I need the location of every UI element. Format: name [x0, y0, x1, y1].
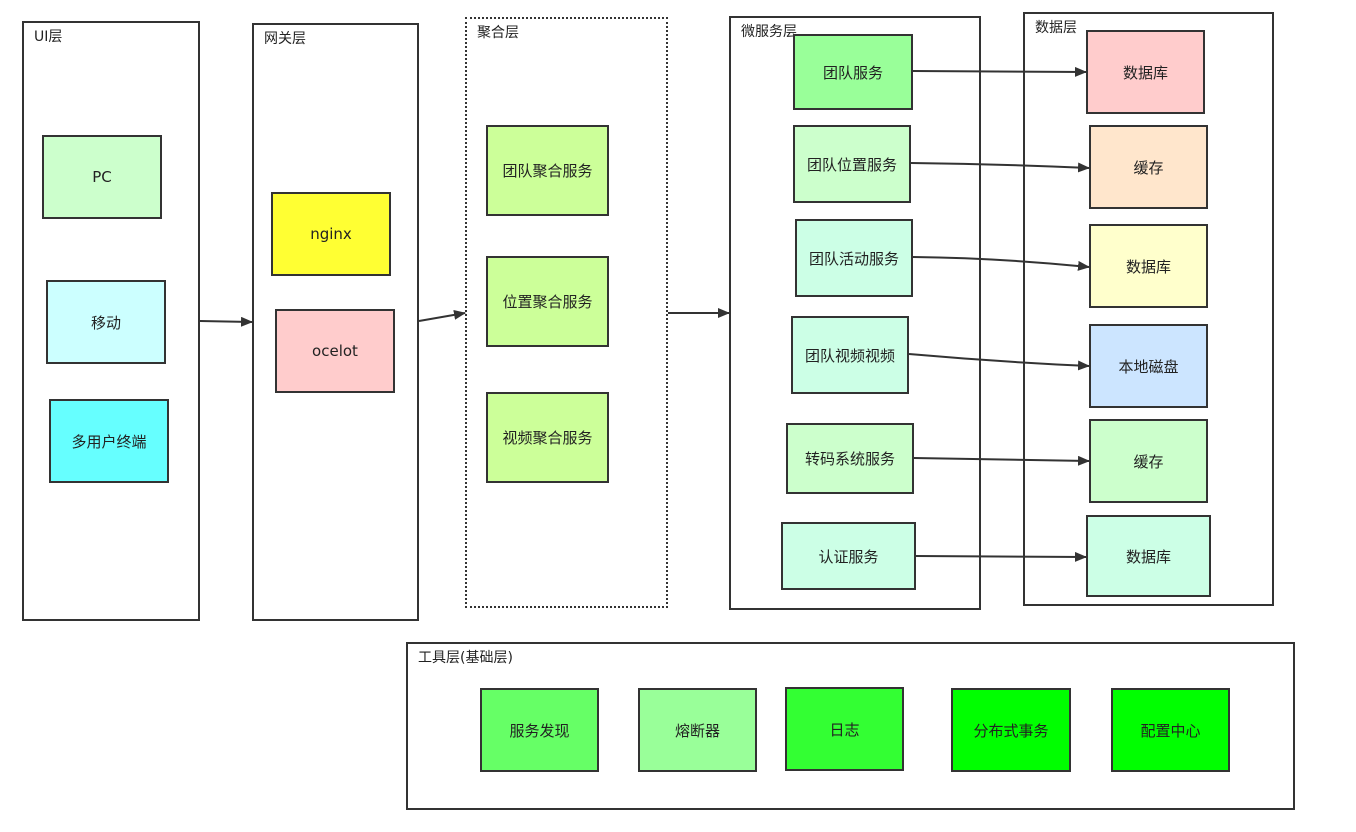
node-circuit-breaker[interactable]: 熔断器 [638, 688, 757, 772]
node-auth-service[interactable]: 认证服务 [781, 522, 916, 590]
aggregation-layer-title: 聚合层 [477, 25, 519, 41]
node-ocelot[interactable]: ocelot [275, 309, 395, 393]
node-location-aggregation[interactable]: 位置聚合服务 [486, 256, 609, 347]
node-database-3[interactable]: 数据库 [1086, 515, 1211, 597]
arrow-gateway-to-aggregation [418, 309, 466, 322]
node-multi-user-terminal[interactable]: 多用户终端 [49, 399, 169, 483]
microservices-layer: 微服务层 [729, 16, 981, 610]
gateway-layer-title: 网关层 [264, 31, 306, 47]
node-team-service[interactable]: 团队服务 [793, 34, 913, 110]
node-cache-2[interactable]: 缓存 [1089, 419, 1208, 503]
node-config-center[interactable]: 配置中心 [1111, 688, 1230, 772]
node-database-1[interactable]: 数据库 [1086, 30, 1205, 114]
tools-layer-title: 工具层(基础层) [418, 650, 513, 666]
node-pc[interactable]: PC [42, 135, 162, 219]
node-nginx[interactable]: nginx [271, 192, 391, 276]
node-team-video-service[interactable]: 团队视频视频 [791, 316, 909, 394]
node-distributed-transaction[interactable]: 分布式事务 [951, 688, 1071, 772]
node-mobile[interactable]: 移动 [46, 280, 166, 364]
microservices-layer-title: 微服务层 [741, 24, 797, 40]
node-team-activity-service[interactable]: 团队活动服务 [795, 219, 913, 297]
node-local-disk[interactable]: 本地磁盘 [1089, 324, 1208, 408]
node-database-2[interactable]: 数据库 [1089, 224, 1208, 308]
ui-layer-title: UI层 [34, 29, 63, 45]
node-logging[interactable]: 日志 [785, 687, 904, 771]
node-team-location-service[interactable]: 团队位置服务 [793, 125, 911, 203]
arrow-ui-to-gateway [199, 316, 253, 327]
node-service-discovery[interactable]: 服务发现 [480, 688, 599, 772]
node-transcoding-service[interactable]: 转码系统服务 [786, 423, 914, 494]
node-video-aggregation[interactable]: 视频聚合服务 [486, 392, 609, 483]
data-layer-title: 数据层 [1035, 20, 1077, 36]
node-team-aggregation[interactable]: 团队聚合服务 [486, 125, 609, 216]
node-cache-1[interactable]: 缓存 [1089, 125, 1208, 209]
